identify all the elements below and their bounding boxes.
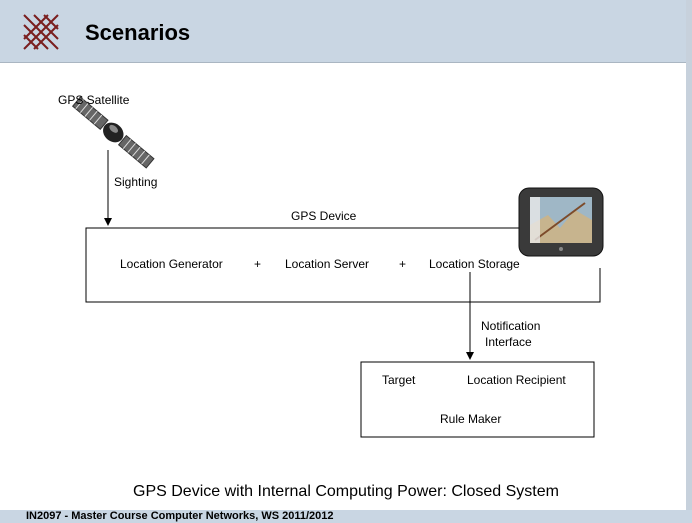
notification-label-line1: Notification [481, 319, 541, 333]
slide-footer: IN2097 - Master Course Computer Networks… [0, 510, 692, 523]
right-edge-bar [686, 0, 692, 523]
slide-title: Scenarios [85, 20, 191, 45]
gps-device-label: GPS Device [291, 209, 357, 223]
notification-label-line2: Interface [485, 335, 532, 349]
satellite-label: GPS Satellite [58, 93, 130, 107]
recipient-location-label: Location Recipient [467, 373, 566, 387]
gps-device-icon [518, 187, 604, 257]
gps-device-box [85, 227, 601, 303]
footer-text: IN2097 - Master Course Computer Networks… [26, 510, 334, 522]
recipient-box [360, 361, 595, 438]
component-plus-1: + [254, 257, 262, 271]
component-location-storage: Location Storage [429, 257, 520, 271]
component-location-server: Location Server [285, 257, 370, 271]
recipient-target-label: Target [382, 373, 416, 387]
component-location-generator: Location Generator [120, 257, 223, 271]
slide-header: Scenarios [0, 0, 686, 63]
satellite-icon [71, 96, 155, 169]
rule-maker-label: Rule Maker [440, 412, 502, 426]
slide-caption: GPS Device with Internal Computing Power… [133, 483, 559, 500]
university-logo-icon [22, 13, 60, 51]
component-plus-2: + [399, 257, 407, 271]
sighting-label: Sighting [114, 175, 158, 189]
